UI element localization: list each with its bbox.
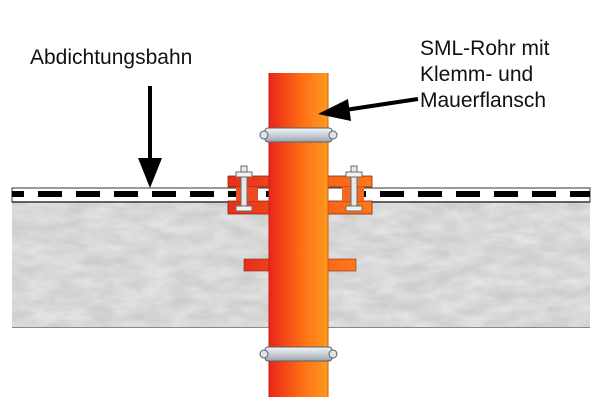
arrow-left-icon — [318, 97, 419, 121]
pipe-clamp-upper — [259, 127, 338, 143]
membrane-label: Abdichtungsbahn — [30, 46, 193, 69]
flange-bolt-left — [235, 165, 253, 212]
pipe-label-line-2: Klemm- und — [420, 63, 534, 86]
pipe-clamp-lower — [259, 346, 338, 362]
sml-pipe — [268, 73, 329, 397]
pipe-label-line-3: Mauerflansch — [420, 89, 547, 112]
pipe-label: SML-Rohr mit Klemm- und Mauerflansch — [420, 36, 550, 114]
pipe-label-line-1: SML-Rohr mit — [420, 37, 550, 60]
arrow-down-icon — [138, 86, 162, 188]
flange-bolt-right — [345, 165, 363, 212]
